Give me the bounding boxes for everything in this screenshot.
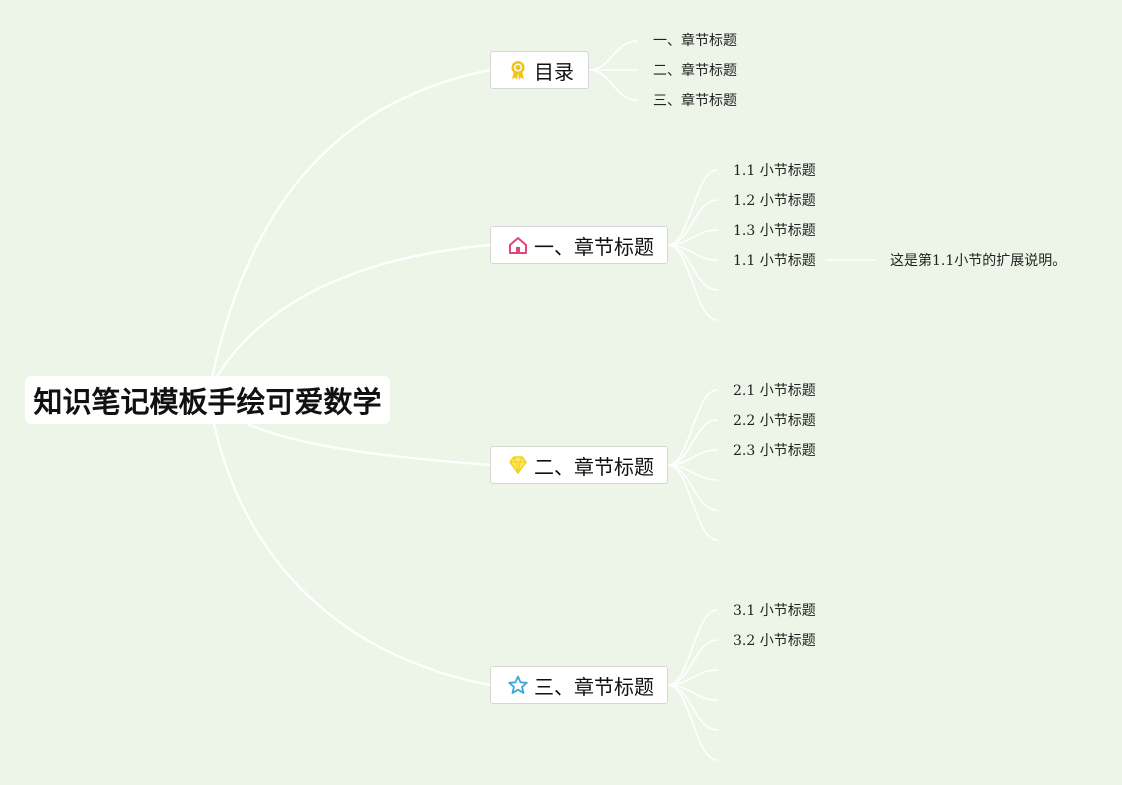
connector-root-ch1 (214, 243, 492, 380)
leaf-item[interactable]: 二、章节标题 (653, 63, 737, 79)
branch-chapter-2[interactable]: 二、章节标题 (490, 446, 668, 484)
branch-label: 一、章节标题 (534, 234, 654, 259)
leaf-item[interactable]: 3.1 小节标题 (733, 603, 816, 619)
star-icon (507, 674, 529, 696)
connector-root-ch3 (212, 422, 492, 687)
leaf-note[interactable]: 这是第1.1小节的扩展说明。 (890, 253, 1067, 269)
diamond-icon (507, 454, 529, 476)
award-ribbon-icon (507, 59, 529, 81)
leaf-item[interactable]: 1.1 小节标题 (733, 163, 816, 179)
branch-toc[interactable]: 目录 (490, 51, 589, 89)
branch-chapter-3[interactable]: 三、章节标题 (490, 666, 668, 704)
branch-label: 三、章节标题 (534, 674, 654, 699)
branch-label: 二、章节标题 (534, 454, 654, 479)
branch-chapter-1[interactable]: 一、章节标题 (490, 226, 668, 264)
connector-root-ch2 (246, 422, 492, 467)
leaf-item[interactable]: 2.2 小节标题 (733, 413, 816, 429)
leaf-item[interactable]: 3.2 小节标题 (733, 633, 816, 649)
leaf-item[interactable]: 2.3 小节标题 (733, 443, 816, 459)
leaf-item[interactable]: 1.2 小节标题 (733, 193, 816, 209)
leaf-item[interactable]: 三、章节标题 (653, 93, 737, 109)
branch-label: 目录 (534, 59, 574, 84)
root-topic[interactable]: 知识笔记模板手绘可爱数学 (25, 376, 390, 424)
house-icon (507, 234, 529, 256)
leaf-item[interactable]: 1.1 小节标题 (733, 253, 816, 269)
leaf-item[interactable]: 2.1 小节标题 (733, 383, 816, 399)
leaf-item[interactable]: 一、章节标题 (653, 33, 737, 49)
connector-root-toc (210, 68, 492, 380)
leaf-item[interactable]: 1.3 小节标题 (733, 223, 816, 239)
